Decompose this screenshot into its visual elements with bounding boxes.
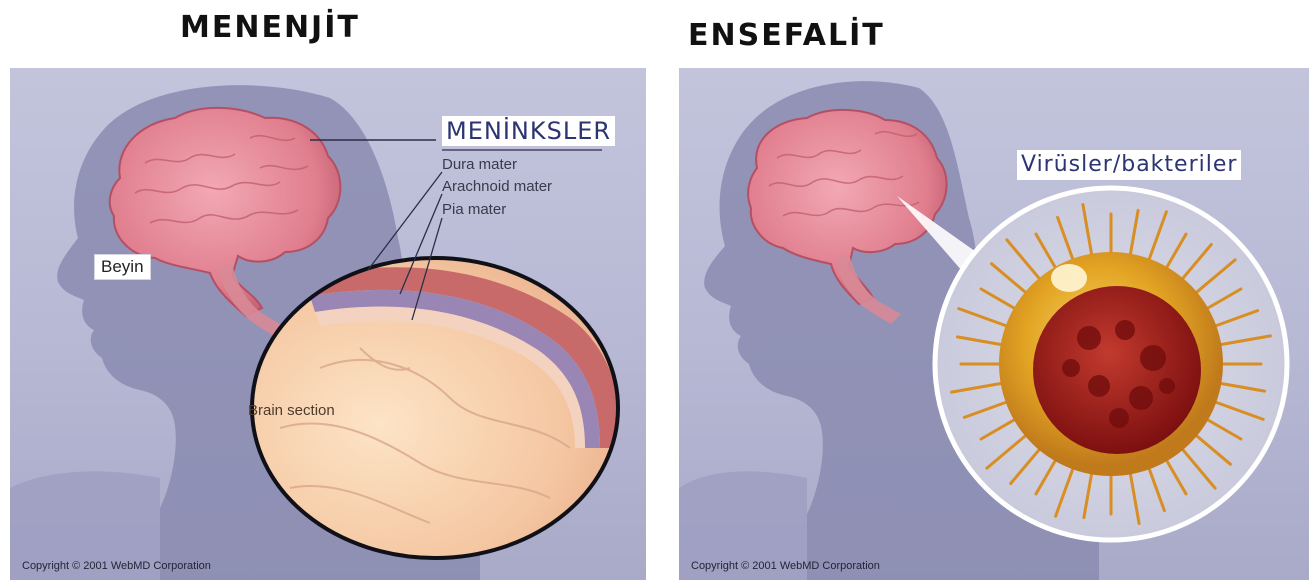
meninges-label: MENİNKSLER (442, 116, 615, 146)
copyright-right: Copyright © 2001 WebMD Corporation (691, 560, 880, 572)
pia-mater-label: Pia mater (442, 201, 506, 218)
arachnoid-mater-label: Arachnoid mater (442, 178, 552, 195)
pathogen-label: Virüsler/bakteriler (1017, 150, 1241, 180)
meningitis-panel: MENİNKSLER Dura mater Arachnoid mater Pi… (10, 68, 646, 580)
brain-label: Beyin (94, 254, 151, 280)
encephalitis-panel: Virüsler/bakteriler Copyright © 2001 Web… (679, 68, 1309, 580)
encephalitis-title: ENSEFALİT (688, 18, 885, 53)
brain-section-label: Brain section (248, 402, 335, 419)
pathogen-core (1033, 286, 1201, 454)
pathogen-highlight (1051, 264, 1087, 292)
copyright-left: Copyright © 2001 WebMD Corporation (22, 560, 211, 572)
encephalitis-illustration (679, 68, 1309, 580)
dura-mater-label: Dura mater (442, 156, 517, 173)
meningitis-title: MENENJİT (180, 10, 360, 45)
